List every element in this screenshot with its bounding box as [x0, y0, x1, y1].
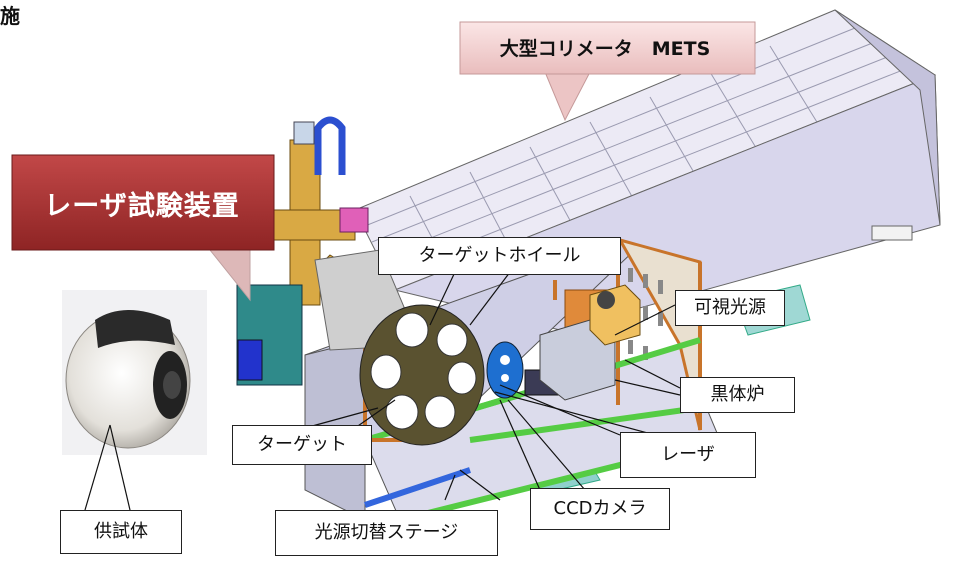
rail-blue [364, 467, 471, 508]
leader-lines [84, 271, 681, 511]
test-article-photo [62, 290, 207, 455]
laser-callout-tail [208, 249, 251, 302]
wheel-aperture [424, 395, 456, 429]
wheel-aperture [395, 312, 429, 348]
mets-callout [459, 21, 756, 122]
laser-box-port [237, 339, 263, 381]
label-target-wheel: ターゲットホイール [378, 237, 621, 275]
mets-callout-label: 大型コリメータ METS [499, 37, 711, 60]
wheel-aperture [385, 394, 419, 430]
mets-callout-box [459, 21, 756, 75]
label-ccd-camera: CCDカメラ [530, 488, 670, 530]
label-laser: レーザ [620, 432, 756, 478]
blue-filter-wheel [486, 341, 524, 399]
wheel-aperture [447, 361, 477, 395]
label-test-article: 供試体 [60, 510, 182, 554]
optical-bench [486, 284, 641, 401]
label-source-switch-stage: 光源切替ステージ [275, 510, 498, 556]
laser-test-callout-label: レーザ試験装置 [44, 190, 240, 222]
wheel-aperture [436, 323, 468, 357]
laser-callout-box [11, 154, 275, 251]
collimator-end-handle [871, 225, 913, 241]
mets-callout-tail [544, 71, 591, 122]
page-heading-fragment: 施 [0, 4, 20, 28]
label-target: ターゲット [232, 425, 372, 465]
tower-blue-loop [314, 116, 346, 175]
wheel-aperture [370, 354, 402, 390]
label-blackbody: 黒体炉 [680, 377, 795, 413]
visible-source-box [589, 284, 641, 346]
source-fan [597, 291, 615, 309]
tower-cap [293, 121, 315, 145]
target-wheel [359, 304, 485, 446]
label-visible-source: 可視光源 [675, 290, 785, 326]
collimator-end-face [834, 9, 941, 226]
arm-purple-block [339, 207, 369, 233]
laser-test-callout [11, 154, 275, 302]
